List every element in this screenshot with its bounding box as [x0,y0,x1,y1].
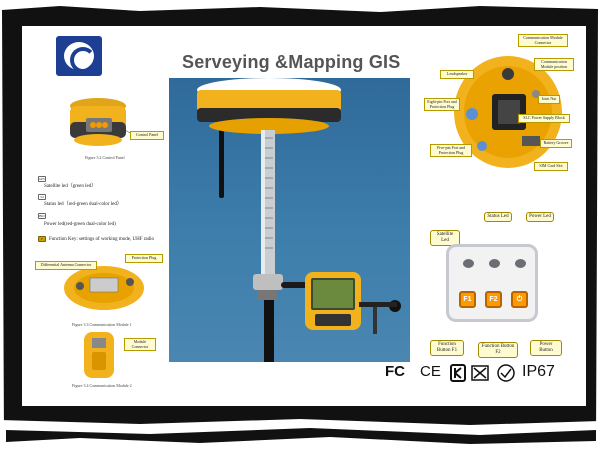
comm-module-position-callout: Communication Module position [534,58,574,72]
slc-power-supply-callout: SLC Power Supply Block [518,114,570,123]
satellite-led-callout: Satellite Led [430,230,460,246]
power-button[interactable]: ⏻ [511,291,528,308]
ce-mark: CE [420,363,441,380]
figure-caption-module-1: Figure 3.3 Communication Module 1 [72,322,132,327]
battery-groove-callout: Battery Groove [540,139,572,148]
function-button-f1[interactable]: F1 [459,291,476,308]
legend-power-led: BIO [38,213,46,219]
receiver-underside-image [454,56,562,168]
function-button-f1-callout: Function Button F1 [430,340,464,356]
function-key-icon: F [38,236,46,242]
communication-module-1-image [64,266,144,310]
satellite-led-indicator [463,259,474,268]
receiver-top-image [70,98,133,146]
legend-function-key: F Function Key: settings of working mode… [38,236,154,242]
certification-icons [450,364,515,382]
power-led-icon: BIO [38,213,46,219]
brand-logo [56,36,102,76]
loudspeaker-callout: Loudspeaker [440,70,474,79]
status-led-icon: Sd [38,194,46,200]
control-panel: F1 F2 ⏻ [446,244,538,322]
joint-nut-callout: Joint Nut [538,95,560,104]
legend-satellite-led-text: Satellite led（green led） [44,184,97,189]
function-button-f2-callout: Function Button F2 [478,342,518,358]
status-led-callout: Status Led [484,212,512,222]
module-connector-callout: Module Connector [124,338,156,352]
legend-power-led-text: Power led(red-green dual-color led) [44,222,116,227]
logo-mark [64,42,96,73]
legend-status-led-text: Status led（red-green dual-color led） [44,202,122,207]
power-led-callout: Power Led [526,212,554,222]
five-pin-port-callout: Five-pin Port and Protection Plug [430,144,472,158]
fcc-mark: FC [385,363,405,380]
legend-status-led: Sd [38,194,46,200]
eight-pin-port-callout: Eight-pin Port and Protection Plug [424,98,460,112]
legend-satellite-led: GPS [38,176,46,182]
control-panel-callout: Control Panel [130,131,164,140]
communication-module-2-image [84,332,114,378]
legend-function-key-text: Function Key: settings of working mode, … [49,236,154,242]
figure-caption-control-panel: Figure 3.2 Control Panel [85,155,125,160]
page-title: Serveying &Mapping GIS [182,52,401,72]
status-led-indicator [489,259,500,268]
sim-card-slot-callout: SIM Card Slot [534,162,568,171]
figure-caption-module-2: Figure 3.4 Communication Module 2 [72,383,132,388]
function-button-f2[interactable]: F2 [485,291,502,308]
differential-antenna-callout: Differential Antenna Connector [35,261,97,270]
receiver-on-pole-illustration [197,78,401,362]
comm-module-connector-callout: Communication Module Connector [518,34,568,48]
power-button-callout: Power Button [530,340,562,356]
ip67-rating: IP67 [522,363,555,380]
power-led-indicator [515,259,526,268]
rtk-receiver-photo [169,78,410,362]
satellite-led-icon: GPS [38,176,46,182]
protection-plug-callout: Protection Plug [125,254,163,263]
